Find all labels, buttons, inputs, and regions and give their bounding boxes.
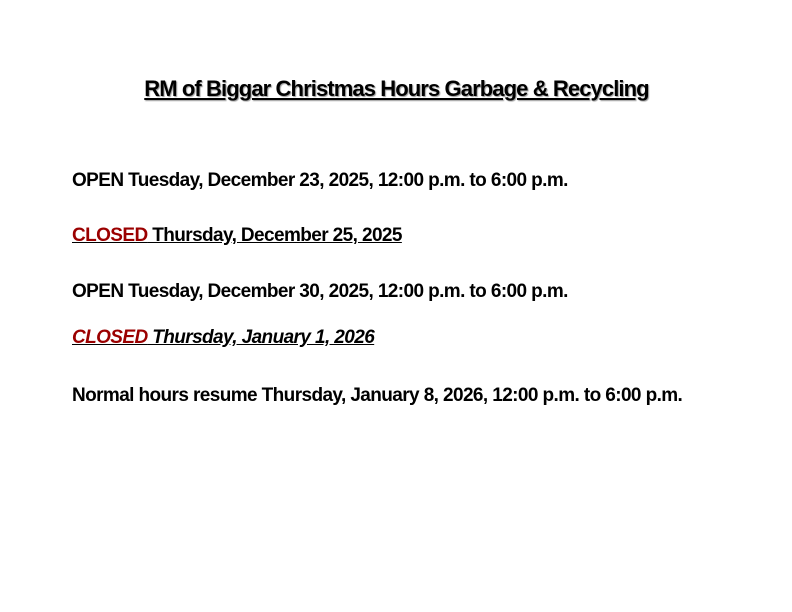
closed-line-dec-25: CLOSED Thursday, December 25, 2025 xyxy=(72,225,402,247)
closed-label: CLOSED xyxy=(72,225,148,246)
normal-hours-line: Normal hours resume Thursday, January 8,… xyxy=(72,385,683,406)
closed-label: CLOSED xyxy=(72,327,148,348)
closed-date: Thursday, December 25, 2025 xyxy=(147,225,402,246)
closed-date: Thursday, January 1, 2026 xyxy=(147,327,375,348)
page-title: RM of Biggar Christmas Hours Garbage & R… xyxy=(144,76,649,101)
open-line-dec-30: OPEN Tuesday, December 30, 2025, 12:00 p… xyxy=(72,281,568,302)
closed-line-jan-1: CLOSED Thursday, January 1, 2026 xyxy=(72,327,375,349)
open-line-dec-23: OPEN Tuesday, December 23, 2025, 12:00 p… xyxy=(72,170,568,191)
